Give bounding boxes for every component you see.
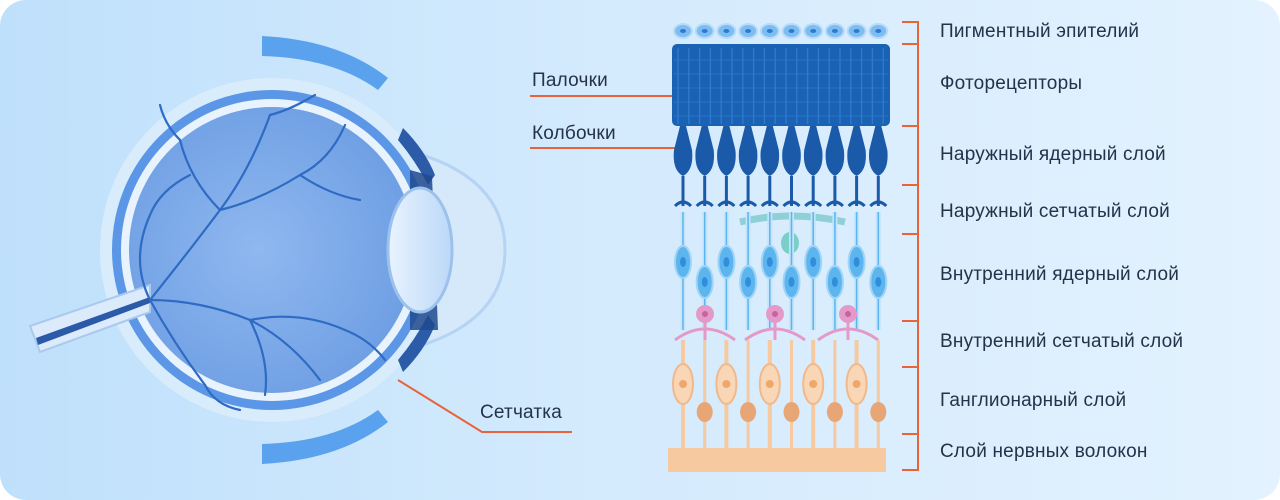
layer-label-inner-nuclear: Внутренний ядерный слой [940, 264, 1180, 285]
retina-label: Сетчатка [480, 402, 563, 423]
cones-label: Колбочки [532, 123, 616, 144]
rods-label: Палочки [532, 70, 608, 91]
cone-cell [673, 126, 693, 176]
cone-cell [695, 126, 715, 176]
layer-label-photoreceptors: Фоторецепторы [940, 73, 1083, 94]
cone-cell [825, 126, 845, 176]
lens [386, 186, 454, 314]
cone-cell [803, 126, 823, 176]
pigment-epithelium-cells [673, 23, 889, 39]
ganglion-cells [672, 340, 887, 448]
photoreceptor-lines [674, 48, 888, 124]
layer-label-outer-nuclear: Наружный ядерный слой [940, 144, 1166, 165]
outer-nuclear-cells [673, 126, 888, 208]
lower-eyelid-arc [262, 410, 388, 464]
bipolar-cells [674, 212, 888, 330]
ganglion-cell-small [740, 402, 757, 422]
layer-label-pigment-epithelium: Пигментный эпителий [940, 21, 1140, 42]
cone-cell [847, 126, 866, 176]
cone-cell [738, 126, 758, 176]
amacrine-cells [674, 305, 879, 342]
ganglion-cell-small [696, 402, 713, 422]
eye-leader-lines [397, 95, 686, 433]
ganglion-cell-small [783, 402, 800, 422]
layer-bracket [902, 21, 919, 471]
layer-label-inner-plexiform: Внутренний сетчатый слой [940, 331, 1184, 352]
cone-cell [868, 126, 888, 176]
nerve-fiber-layer [668, 448, 886, 472]
eyeball [28, 36, 507, 464]
ganglion-cell-small [826, 402, 843, 422]
layer-label-nerve-fiber: Слой нервных волокон [940, 441, 1148, 462]
photoreceptor-block [672, 44, 890, 126]
cone-cell [717, 126, 736, 176]
cone-cell [782, 126, 801, 176]
vitreous-body [129, 107, 415, 393]
layer-label-ganglion: Ганглионарный слой [940, 390, 1127, 411]
retina-cross-section [668, 23, 890, 472]
upper-eyelid-arc [262, 36, 388, 90]
cone-cell [760, 126, 780, 176]
layer-label-outer-plexiform: Наружный сетчатый слой [940, 201, 1170, 222]
ganglion-cell-small [870, 402, 887, 422]
retinal-blood-vessels [138, 93, 387, 412]
